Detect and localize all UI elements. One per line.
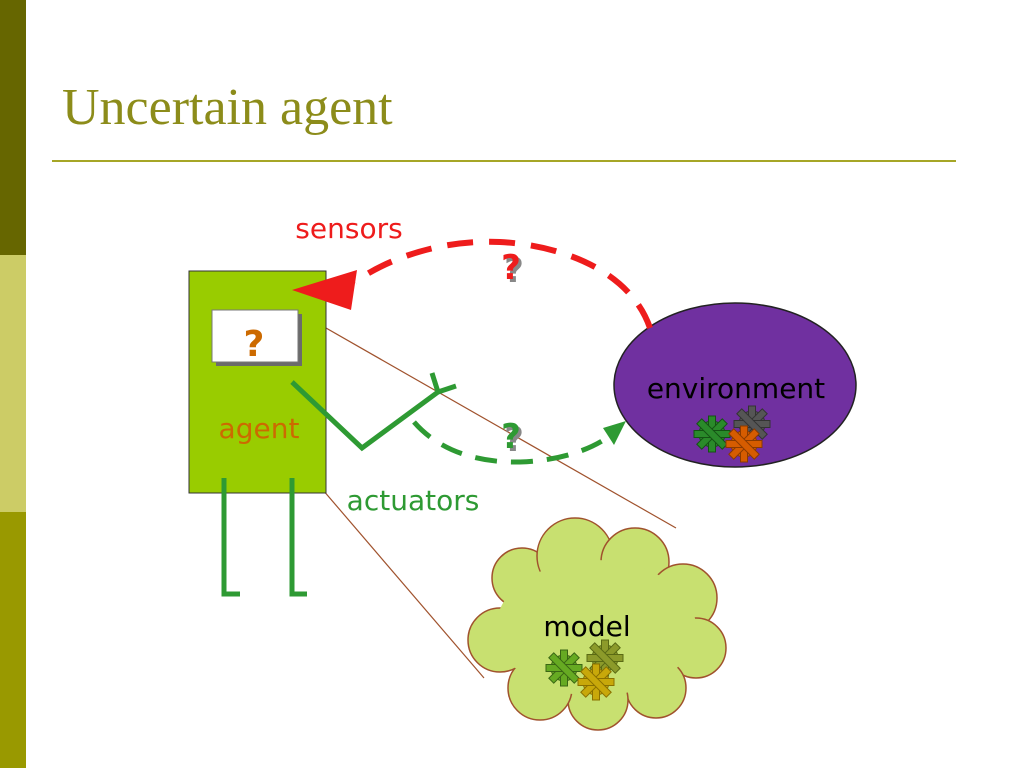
agent-question-mark: ? [244,324,265,365]
actuators-label: actuators [347,484,480,517]
model-projection-line-top [297,311,677,529]
model-cloud-fill [496,560,696,696]
actuator-arc [412,420,610,465]
agent-left-leg [221,478,240,597]
sidebar-bottom-band [0,512,26,768]
actuator-arrowhead [603,421,626,445]
agent-body [188,270,327,494]
actuator-gripper-upper [429,372,441,393]
model-label: model [543,610,630,643]
actuator-question-mark: ? [501,417,521,457]
title-underline [52,160,956,162]
sensor-question-mark-shadow: ? [504,251,524,291]
environment-ellipse [613,302,857,468]
sensor-arc [353,238,653,329]
actuator-arm [290,380,440,452]
sensors-label: sensors [295,212,402,245]
agent-question-box [211,309,299,363]
sidebar-middle-band [0,255,26,512]
slide-title: Uncertain agent [62,79,393,136]
actuator-gripper-lower [437,383,457,395]
agent-right-leg [289,478,307,597]
sensor-arrowhead [292,270,357,310]
environment-label: environment [647,372,825,405]
actuator-question-mark-shadow: ? [504,420,524,460]
agent-label: agent [219,412,300,445]
sidebar-top-band [0,0,26,255]
sensor-question-mark: ? [501,248,521,288]
